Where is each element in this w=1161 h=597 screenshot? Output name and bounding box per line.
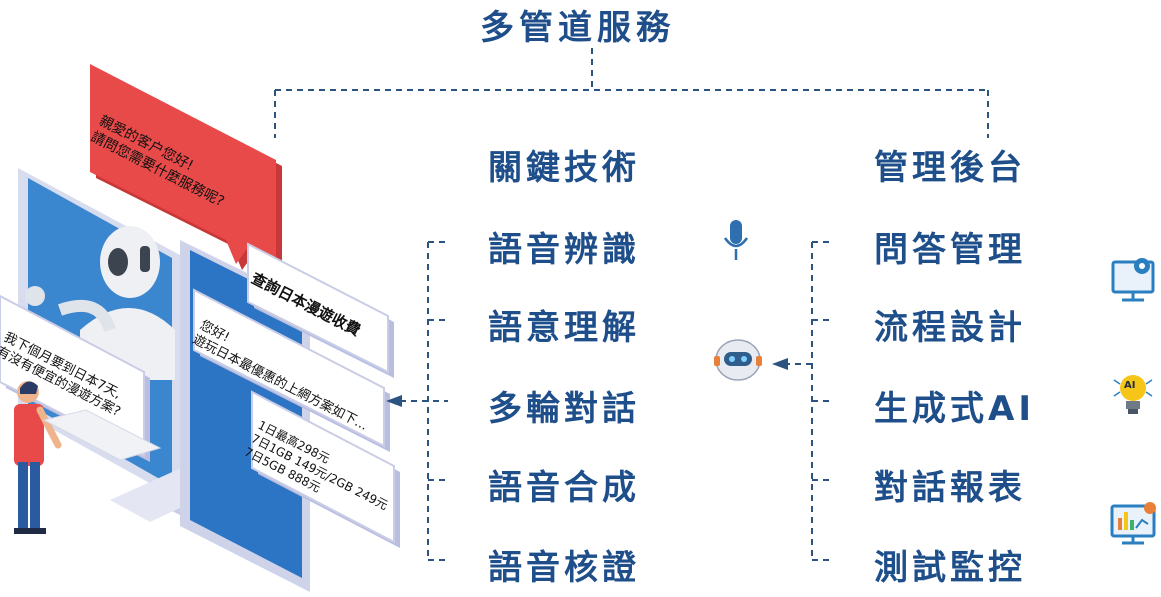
query-bubble (247, 242, 394, 378)
left-item-multi-turn-dialogue: 多輪對話 (488, 389, 640, 429)
user-speech-bubble (0, 294, 150, 462)
arrow-to-bot (772, 358, 788, 370)
microphone-icon (723, 220, 749, 260)
diagram-title: 多管道服務 (480, 8, 675, 48)
user-person-figure (14, 381, 162, 534)
right-item-qa-management: 問答管理 (874, 230, 1026, 270)
monitor-gear-icon (1111, 258, 1155, 302)
arrow-to-illustration (386, 395, 402, 407)
right-column-heading: 管理後台 (874, 148, 1026, 188)
ai-bulb-label: AI (1124, 380, 1136, 391)
left-item-speech-recognition: 語音辨識 (488, 230, 640, 270)
left-item-voice-verification: 語音核證 (488, 548, 640, 588)
plans-bubble (251, 390, 400, 548)
right-item-dialogue-reports: 對話報表 (874, 468, 1026, 508)
left-item-speech-synthesis: 語音合成 (488, 468, 640, 508)
right-item-flow-design: 流程設計 (874, 308, 1026, 348)
red-speech-bubble (90, 64, 282, 270)
reply-bubble (193, 288, 390, 452)
left-item-semantic-understanding: 語意理解 (488, 308, 640, 348)
monitor-chart-icon (1110, 502, 1156, 545)
connector-lines (274, 48, 989, 561)
robot-head-icon (714, 339, 762, 381)
right-item-generative-ai: 生成式AI (874, 389, 1035, 429)
left-column-heading: 關鍵技術 (488, 148, 640, 188)
right-item-test-monitoring: 測試監控 (874, 548, 1026, 588)
ai-lightbulb-icon (1113, 375, 1153, 414)
